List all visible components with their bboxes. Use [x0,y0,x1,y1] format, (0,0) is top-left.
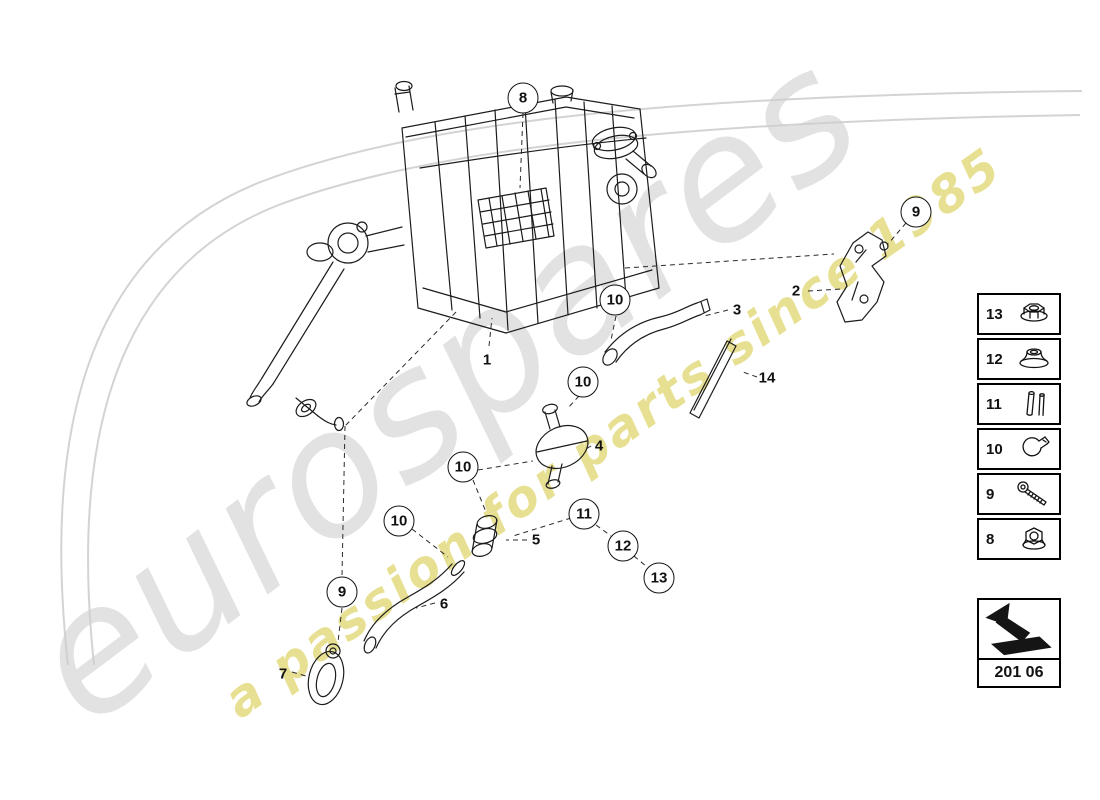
retaining-strip-drawing [689,338,737,419]
part-callout-7[interactable]: 7 [278,665,288,683]
part-callout-11[interactable]: 11 [568,498,600,530]
part-callout-2[interactable]: 2 [791,282,801,300]
direction-arrow-box [977,598,1061,660]
leader-lines [291,112,907,677]
fuel-hose-drawing [363,560,466,654]
grommet-icon [1019,348,1049,369]
part-callout-10[interactable]: 10 [567,366,599,398]
part-callout-8[interactable]: 8 [507,82,539,114]
legend-item-10[interactable]: 10 [977,428,1061,470]
part-callout-1[interactable]: 1 [482,351,492,369]
diagram-code: 201 06 [977,658,1061,688]
part-callout-5[interactable]: 5 [531,531,541,549]
breather-hose-drawing [602,298,711,366]
part-callout-14[interactable]: 14 [758,369,776,387]
flange-nut-icon [1020,303,1048,322]
legend-number: 11 [986,395,1002,413]
legend-number: 8 [986,530,995,548]
part-callout-4[interactable]: 4 [594,437,604,455]
legend-item-9[interactable]: 9 [977,473,1061,515]
hex-nut-icon [1022,527,1046,550]
hose-clamp-icon [1022,436,1050,457]
part-callout-12[interactable]: 12 [607,530,639,562]
parts-legend: 13 12 11 [977,293,1061,560]
charcoal-canister-drawing [394,80,660,334]
mounting-flange-drawing [307,643,345,706]
legend-item-11[interactable]: 11 [977,383,1061,425]
legend-number: 9 [986,485,995,503]
watermark-swoosh [60,90,1083,666]
legend-number: 13 [986,305,1003,323]
connector-pipe-drawing [471,515,498,557]
purge-valve-drawing [535,403,589,489]
legend-item-12[interactable]: 12 [977,338,1061,380]
part-callout-13[interactable]: 13 [643,562,675,594]
spring-pin-icon [1026,390,1045,416]
legend-number: 12 [986,350,1003,368]
part-callout-10[interactable]: 10 [599,284,631,316]
legend-number: 10 [986,440,1003,458]
direction-arrow-icon [985,602,1052,656]
legend-item-8[interactable]: 8 [977,518,1061,560]
part-callout-6[interactable]: 6 [439,595,449,613]
diagram-footer: 201 06 [977,598,1061,688]
part-callout-10[interactable]: 10 [447,451,479,483]
screw-icon [1017,481,1047,506]
part-callout-10[interactable]: 10 [383,505,415,537]
part-callout-3[interactable]: 3 [732,301,742,319]
parts-line-art [246,80,889,706]
bracket-drawing [836,231,889,323]
part-callout-9[interactable]: 9 [326,576,358,608]
legend-item-13[interactable]: 13 [977,293,1061,335]
part-callout-9[interactable]: 9 [900,196,932,228]
leak-pump-drawing [246,221,405,432]
